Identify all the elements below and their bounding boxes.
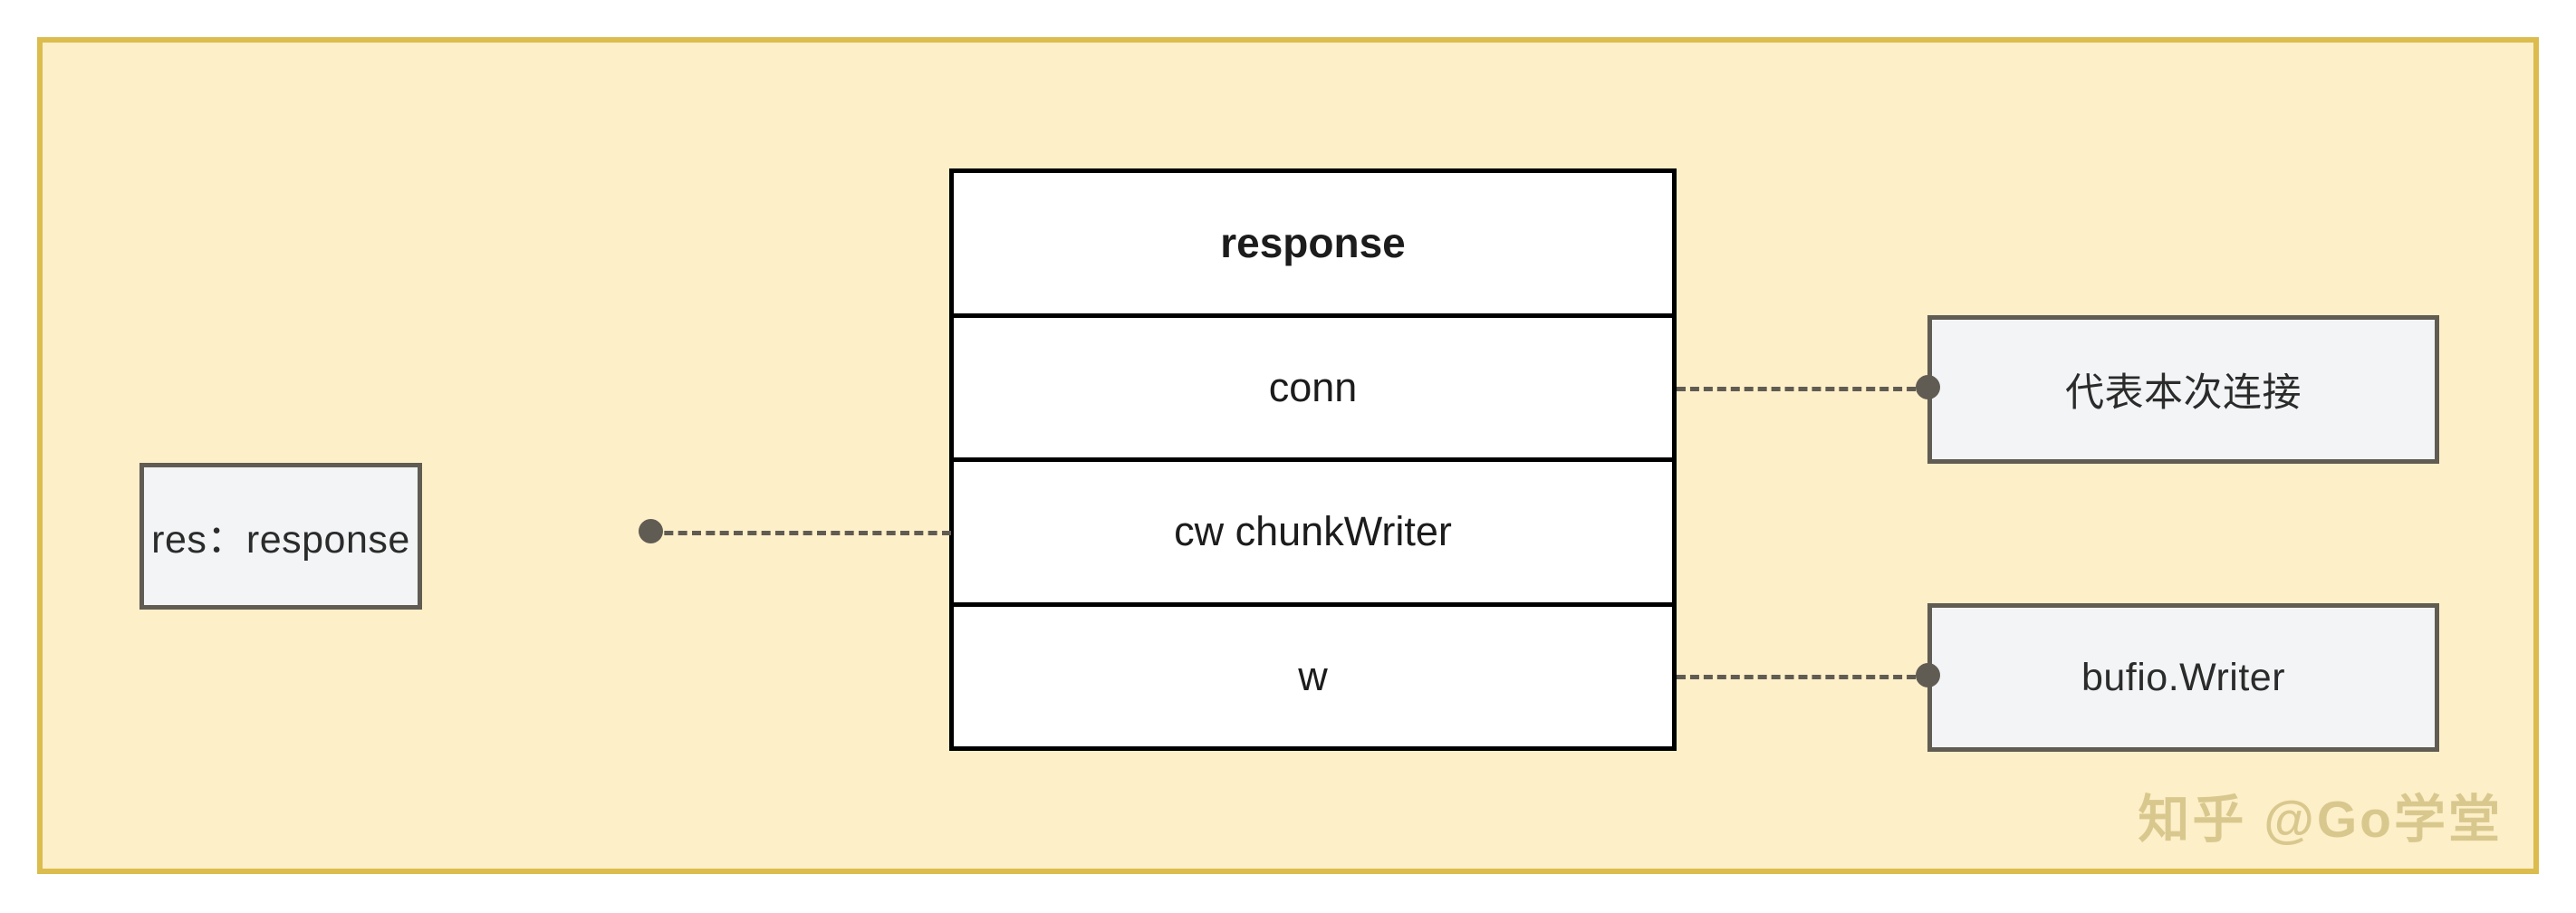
struct-field-label-conn: conn <box>1268 363 1358 410</box>
node-conn-description[interactable]: 代表本次连接 <box>1927 315 2439 464</box>
edge-endpoint-dot-conn-description <box>1916 375 1940 399</box>
struct-field-row-cw[interactable]: cw chunkWriter <box>954 462 1672 607</box>
node-res-variable[interactable]: res：response <box>139 463 422 610</box>
watermark: 知乎 @Go学堂 <box>2138 791 2503 849</box>
node-res-label: res：response <box>151 518 410 562</box>
struct-table-response[interactable]: response conn cw chunkWriter w <box>949 168 1677 751</box>
struct-field-label-cw: cw chunkWriter <box>1174 508 1452 555</box>
edge-res-to-struct <box>650 531 951 535</box>
edge-conn-to-description <box>1677 387 1929 391</box>
diagram-layer: res：response response conn cw chunkWrite… <box>43 43 2533 869</box>
struct-table-header: response <box>954 173 1672 318</box>
node-conn-description-label: 代表本次连接 <box>2065 371 2302 415</box>
edge-w-to-bufio <box>1677 675 1929 679</box>
node-bufio-writer[interactable]: bufio.Writer <box>1927 603 2439 752</box>
edge-endpoint-dot-res <box>639 519 663 543</box>
diagram-canvas: res：response response conn cw chunkWrite… <box>37 37 2539 874</box>
struct-table-header-label: response <box>1220 219 1406 267</box>
struct-field-row-w[interactable]: w <box>954 607 1672 747</box>
node-bufio-writer-label: bufio.Writer <box>2081 655 2286 699</box>
struct-field-row-conn[interactable]: conn <box>954 318 1672 462</box>
edge-endpoint-dot-bufio-writer <box>1916 663 1940 687</box>
struct-field-label-w: w <box>1298 652 1328 699</box>
